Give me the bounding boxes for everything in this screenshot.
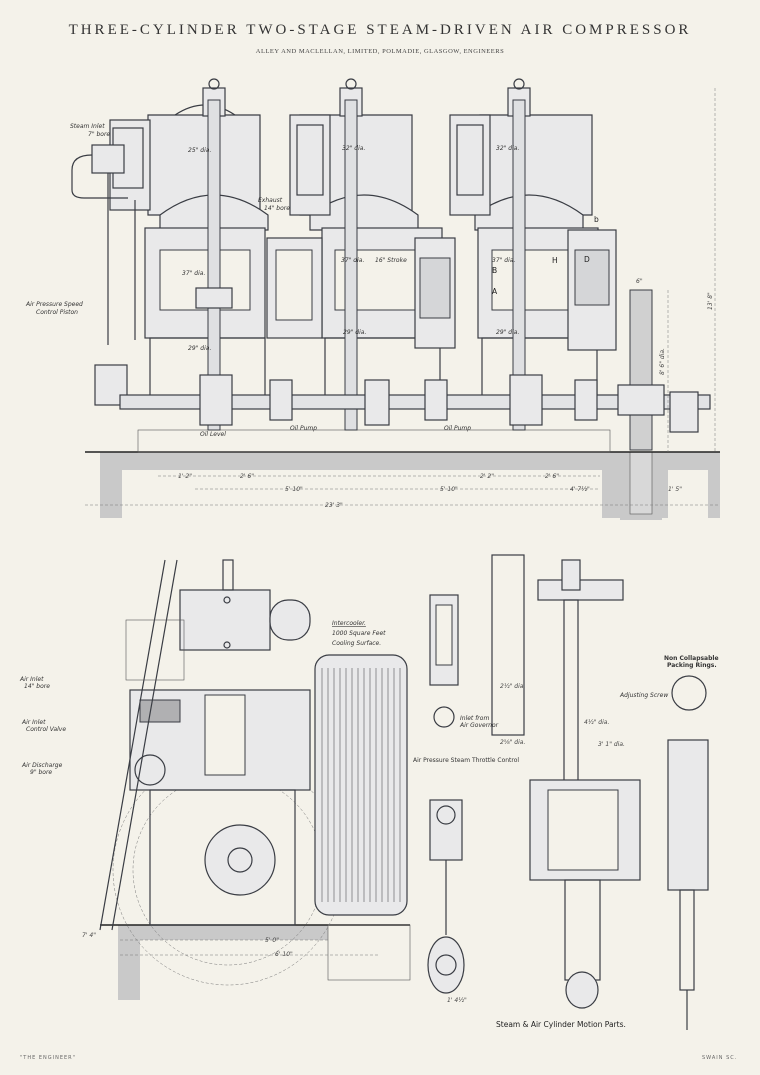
lower-cylinder-3-dia: 29" dia. xyxy=(496,329,519,336)
end-dim-3: 6' 10" xyxy=(275,951,293,958)
dim-6: 2' 6" xyxy=(545,473,559,480)
motion-parts-title: Steam & Air Cylinder Motion Parts. xyxy=(496,1020,626,1029)
cylinder-column-2 xyxy=(266,78,456,431)
mark-a: A xyxy=(492,287,498,296)
dim-7: 4' 7½" xyxy=(570,486,590,493)
detail-dia-2: 2⅝" dia. xyxy=(500,739,525,746)
air-inlet-bore-label: 14" bore xyxy=(24,683,50,690)
end-dim-1: 7' 4" xyxy=(82,932,96,939)
speed-piston-label-2: Control Piston xyxy=(36,309,78,316)
detail-parts: Air Pressure Steam Throttle Control Inle… xyxy=(413,554,719,1030)
end-view: Intercooler. 1000 Square Feet Cooling Su… xyxy=(19,559,411,1000)
air-cylinder-3-dia: 37" dia. xyxy=(492,257,515,264)
detail-dim-bottom: 1' 4½" xyxy=(447,997,467,1004)
flywheel-width-dim: 6" xyxy=(636,278,643,285)
speed-piston-label-1: Air Pressure Speed xyxy=(25,301,83,308)
steam-inlet-bore-label: 7" bore xyxy=(88,131,110,138)
cylinder-column-3 xyxy=(449,78,617,431)
air-discharge-bore-label: 9" bore xyxy=(30,769,52,776)
longitudinal-section: Steam Inlet 7" bore Exhaust 14" bore Air… xyxy=(25,78,720,520)
dim-2: 2' 6" xyxy=(240,473,254,480)
detail-dia-1: 2½" dia. xyxy=(500,683,525,690)
packing-rings-label-2: Packing Rings. xyxy=(667,662,717,669)
packing-rings-label-1: Non Collapsable xyxy=(664,655,719,662)
intercooler-surface-label: Cooling Surface. xyxy=(332,640,381,647)
cylinder-column-1 xyxy=(109,78,269,431)
dim-1: 1' 2" xyxy=(178,473,192,480)
intercooler-area-label: 1000 Square Feet xyxy=(332,630,386,637)
mark-b: B xyxy=(492,266,497,275)
oil-level-label: Oil Level xyxy=(200,431,226,438)
detail-dia-4: 4½" dia. xyxy=(584,719,609,726)
control-valve-label-2: Control Valve xyxy=(26,726,66,733)
dim-overall-length: 23' 3" xyxy=(325,502,343,509)
end-dim-2: 5' 0" xyxy=(265,937,279,944)
detail-dia-3: 3' 1" dia. xyxy=(598,741,625,748)
oil-pump-label-1: Oil Pump xyxy=(290,425,317,432)
control-valve-label-1: Air Inlet xyxy=(21,719,46,726)
air-discharge-label: Air Discharge xyxy=(21,762,63,769)
mark-h: H xyxy=(552,256,558,265)
crankshaft xyxy=(119,374,711,426)
dim-4: 5' 10" xyxy=(440,486,458,493)
mark-b-small: b xyxy=(594,215,599,224)
footer-engraver: SWAIN SC. xyxy=(702,1055,738,1061)
steam-inlet-label: Steam Inlet xyxy=(70,123,105,130)
cylinder-3-dia: 32" dia. xyxy=(496,145,519,152)
air-inlet-label: Air Inlet xyxy=(19,676,44,683)
mark-d: D xyxy=(584,255,590,264)
adjusting-screw-label: Adjusting Screw xyxy=(619,692,668,699)
intercooler-label: Intercooler. xyxy=(332,620,366,627)
inlet-note-2: Air Governor xyxy=(459,722,499,729)
dim-5: 2' 2" xyxy=(480,473,494,480)
stroke-label: 16" Stroke xyxy=(375,257,407,264)
lower-cylinder-2-dia: 29" dia. xyxy=(343,329,366,336)
steam-inlet-valve xyxy=(71,144,136,345)
dim-3: 5' 10" xyxy=(285,486,303,493)
drawing-subtitle: ALLEY AND MACLELLAN, LIMITED, POLMADIE, … xyxy=(255,48,505,55)
footer-publication: "THE ENGINEER" xyxy=(20,1055,76,1061)
cylinder-2-dia: 32" dia. xyxy=(342,145,365,152)
inlet-note-1: Inlet from xyxy=(460,715,489,722)
foundation xyxy=(85,451,720,520)
cylinder-1-dia: 25" dia. xyxy=(188,147,211,154)
dim-8: 1' 5" xyxy=(668,486,682,493)
air-cylinder-1-dia: 37" dia. xyxy=(182,270,205,277)
overall-height-dim: 13' 8" xyxy=(707,292,714,310)
exhaust-label: Exhaust xyxy=(258,197,283,204)
flywheel-dia-dim: 8' 6" dia. xyxy=(659,348,666,375)
oil-pump-label-2: Oil Pump xyxy=(444,425,471,432)
air-cylinder-2-dia: 37" dia. xyxy=(341,257,364,264)
exhaust-bore-label: 14" bore xyxy=(264,205,290,212)
lower-cylinder-1-dia: 29" dia. xyxy=(188,345,211,352)
throttle-control-title: Air Pressure Steam Throttle Control xyxy=(413,757,519,764)
drawing-title: THREE-CYLINDER TWO-STAGE STEAM-DRIVEN AI… xyxy=(68,22,692,38)
intercooler xyxy=(314,654,408,916)
flywheel xyxy=(617,289,699,451)
